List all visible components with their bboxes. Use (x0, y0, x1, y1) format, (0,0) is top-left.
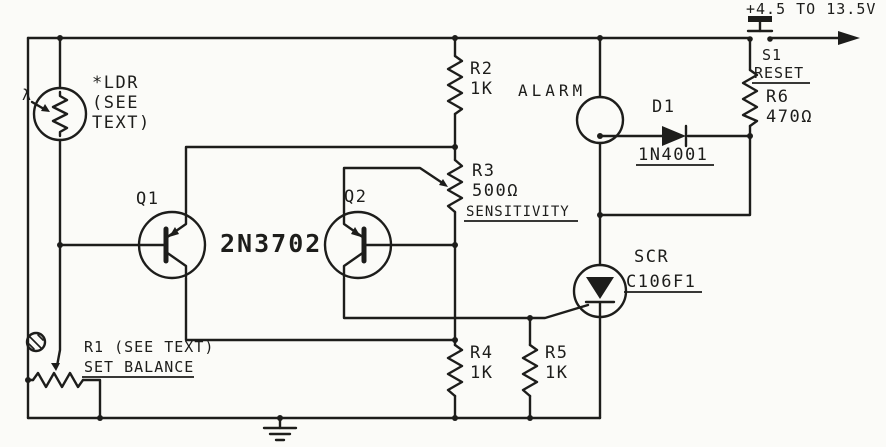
scr-triangle-icon (586, 277, 614, 299)
junction-dot (57, 35, 63, 41)
potentiometer-r1: R1 (SEE TEXT) SET BALANCE (25, 331, 214, 389)
switch-contact (767, 36, 773, 42)
r3-wiper-arrowhead-icon (439, 179, 448, 187)
junction-dot (452, 337, 458, 343)
r3-value-label: 500Ω (472, 181, 519, 201)
r1-right-lead (81, 378, 102, 420)
q1-collector-inside (164, 250, 188, 279)
transistor-q1: Q1 (136, 189, 207, 280)
junction-dot (527, 315, 533, 321)
junction-dot (747, 133, 753, 139)
r5-value-label: 1K (545, 363, 568, 383)
r3-function-label: SENSITIVITY (466, 204, 570, 220)
q2-emitter-wire (342, 166, 446, 215)
potentiometer-r3: R3 500Ω SENSITIVITY (439, 158, 578, 222)
junction-dot (277, 415, 283, 421)
r3-ref-label: R3 (472, 161, 495, 181)
q2-ref-label: Q2 (344, 187, 367, 207)
junction-dot (527, 415, 533, 421)
r6-bottom-wire (598, 124, 752, 217)
junction-dot (597, 212, 603, 218)
ldr-zigzag (51, 90, 69, 138)
ldr-body-icon (32, 86, 88, 142)
transistor-type-label: 2N3702 (220, 229, 322, 258)
r6-ref-label: R6 (766, 87, 789, 107)
r5-ref-label: R5 (545, 343, 568, 363)
junction-dot (57, 242, 63, 248)
junction-dot (452, 415, 458, 421)
r6-value-label: 470Ω (766, 107, 813, 127)
r1-function-label: SET BALANCE (84, 358, 194, 376)
lambda-symbol: λ (22, 86, 32, 104)
d1-triangle-icon (662, 126, 686, 146)
alarm-device: ALARM (518, 81, 625, 145)
q2-pnp-arrow-icon (351, 227, 361, 237)
q2-collector-inside (342, 250, 366, 279)
r1-wiper-arrowhead-icon (51, 363, 60, 371)
ldr-label-line1: *LDR (92, 73, 139, 93)
scr-c106f1: SCR C106F1 (572, 247, 702, 319)
r2-ref-label: R2 (470, 59, 493, 79)
r1-zigzag (31, 371, 85, 389)
s1-ref-label: S1 (762, 46, 782, 64)
r5-zigzag (521, 343, 539, 398)
scr-body-icon (572, 263, 628, 319)
r6-zigzag (741, 68, 759, 128)
ldr-label-line3: TEXT) (92, 113, 151, 133)
junction-dot (452, 35, 458, 41)
r2-zigzag (446, 54, 464, 116)
ldr-to-q1-base (58, 138, 141, 247)
diode-d1: D1 1N4001 (636, 97, 714, 166)
scr-value-label: C106F1 (626, 272, 696, 292)
junction-dot (597, 133, 603, 139)
power-entry: +4.5 TO 13.5V (746, 0, 876, 45)
wiring (26, 36, 840, 420)
junction-dot (452, 242, 458, 248)
s1-reset-label: RESET (754, 64, 804, 82)
switch-contact (747, 36, 753, 42)
d1-value-label: 1N4001 (638, 145, 708, 165)
ldr-sensor: λ *LDR (SEE TEXT) (22, 73, 151, 142)
transistor-q2: Q2 (323, 187, 393, 280)
ldr-label-line2: (SEE (92, 93, 139, 113)
ground-symbol (262, 416, 298, 442)
power-label: +4.5 TO 13.5V (746, 0, 876, 18)
r4-zigzag (446, 343, 464, 398)
scr-ref-label: SCR (634, 247, 669, 267)
supply-arrow-icon (838, 31, 860, 45)
pushbutton-cap-icon (748, 16, 772, 22)
q1-pnp-arrow-icon (169, 227, 179, 237)
junction-dot (452, 144, 458, 150)
junction-dots (25, 35, 753, 421)
resistor-r4: R4 1K (446, 338, 493, 398)
q1-collector-wire (184, 276, 457, 342)
r4-value-label: 1K (470, 363, 493, 383)
d1-ref-label: D1 (652, 97, 675, 117)
r2-value-label: 1K (470, 79, 493, 99)
preset-adjust-hatch (28, 334, 44, 350)
r1-wiper-lead (55, 243, 62, 368)
preset-adjust-icon (25, 331, 47, 353)
junction-dot (97, 415, 103, 421)
r4-ref-label: R4 (470, 343, 493, 363)
light-arrowhead-icon (41, 104, 50, 112)
switch-s1: S1 RESET (746, 16, 810, 84)
alarm-label: ALARM (518, 81, 586, 100)
r1-ref-label: R1 (SEE TEXT) (84, 338, 214, 356)
r3-zigzag (446, 158, 464, 214)
light-arrow (30, 100, 46, 111)
resistor-r2: R2 1K (446, 54, 493, 116)
resistor-r5: R5 1K (521, 343, 568, 398)
q2-collector-gate-wire (342, 276, 590, 320)
junction-dot (25, 377, 31, 383)
q1-emitter-wire (184, 145, 457, 215)
alarm-body-icon (575, 95, 625, 145)
resistor-r6: R6 470Ω (741, 68, 813, 128)
junction-dot (597, 35, 603, 41)
q1-ref-label: Q1 (136, 189, 159, 209)
